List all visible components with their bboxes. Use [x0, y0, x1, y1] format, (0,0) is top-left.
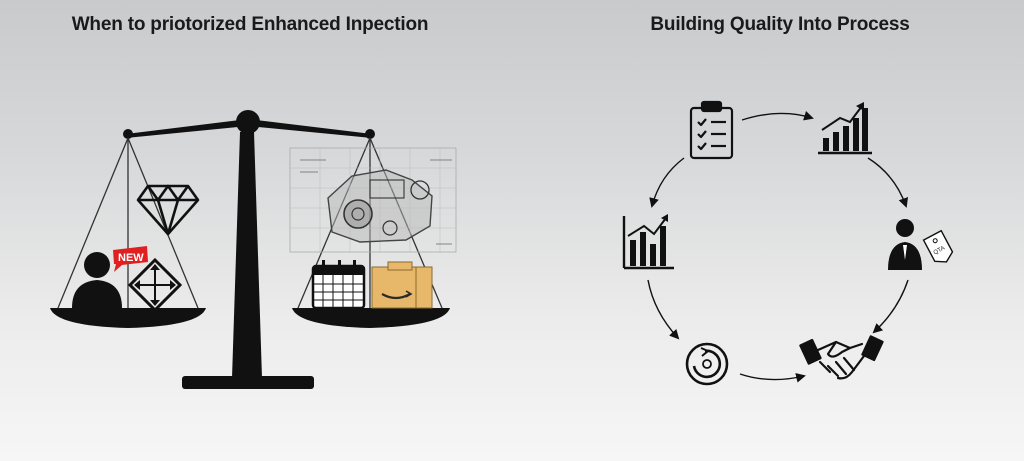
tag-label: QTA — [933, 245, 946, 256]
new-badge: NEW — [113, 246, 148, 272]
checklist-icon — [689, 100, 734, 160]
arrow-checklist-to-chart — [649, 157, 685, 208]
left-panel-title: When to priotorized Enhanced Inpection — [71, 14, 429, 35]
person-with-tag-icon: QTA — [888, 219, 954, 270]
balance-scale — [50, 110, 450, 389]
rising-bar-chart-icon — [818, 102, 872, 155]
scale-column — [232, 132, 262, 378]
arrow-cycle-to-handshake — [739, 373, 806, 383]
cycle-arrows — [647, 110, 909, 383]
right-panel-title: Building Quality Into Process — [650, 14, 910, 35]
diamond-icon — [136, 184, 200, 236]
new-badge-label: NEW — [118, 252, 144, 264]
engine-blueprint-icon — [289, 147, 457, 253]
right-pan — [292, 308, 450, 328]
arrow-chart-to-cycle — [647, 279, 680, 340]
shipping-box-icon — [371, 261, 433, 309]
cycle-circle-icon — [685, 342, 729, 386]
arrow-growth-to-person — [867, 157, 908, 208]
left-pan — [50, 308, 206, 328]
crosshair-diamond-icon — [127, 257, 183, 313]
handshake-icon — [799, 335, 884, 380]
scale-base — [182, 376, 314, 389]
arrow-checklist-to-growth — [741, 110, 814, 121]
person-icon — [72, 252, 122, 308]
bar-chart-icon — [622, 214, 674, 270]
calendar-icon — [311, 260, 366, 310]
price-tag-icon: QTA — [922, 229, 954, 263]
scale-pivot — [236, 110, 260, 134]
arrow-person-to-handshake — [872, 279, 909, 334]
